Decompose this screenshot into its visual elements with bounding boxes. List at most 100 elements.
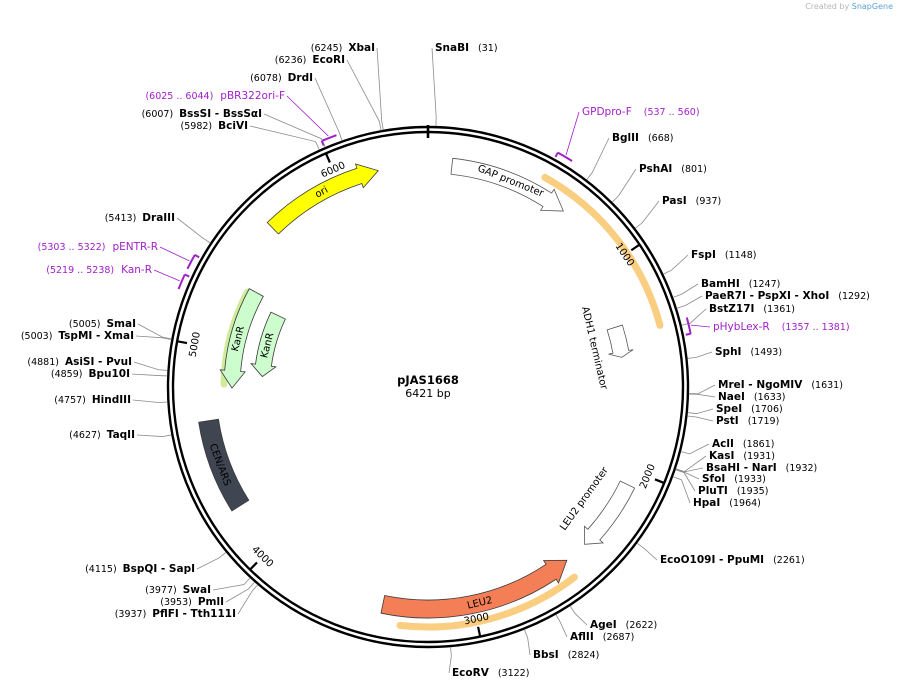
feature-highlight (541, 173, 664, 329)
site-position: (1148) (725, 250, 757, 261)
site-label-fspi[interactable]: FspI(1148) (691, 249, 756, 261)
site-label-pmli[interactable]: PmlI (3953) (160, 596, 224, 608)
site-label-sphi[interactable]: SphI(1493) (715, 346, 782, 358)
tick-label: 2000 (638, 463, 658, 491)
feature-adh1-terminator-label: ADH1 terminator (579, 306, 609, 392)
site-label-asisi[interactable]: AsiSI - PvuI(4881) (27, 356, 132, 368)
site-label-bglii[interactable]: BglII(668) (612, 132, 673, 144)
site-label-bbsi[interactable]: BbsI (2824) (533, 649, 599, 661)
site-layer: XbaI(6245)EcoRI(6236) DrdI(6078) BssSI - B… (21, 42, 870, 679)
site-label-bpu10i[interactable]: Bpu10I(4859) (51, 368, 130, 380)
site-label-hpai[interactable]: HpaI(1964) (693, 497, 761, 509)
site-label-ecorv[interactable]: EcoRV(3122) (452, 667, 529, 679)
feature-gap-promoter-label: GAP promoter (476, 163, 546, 200)
site-label-ecori[interactable]: EcoRI(6236) (275, 54, 345, 66)
primer-position: (537 .. 560) (644, 107, 700, 118)
tick-label: 5000 (188, 331, 203, 358)
site-leader-line (672, 283, 699, 298)
site-name: BamHI (701, 278, 740, 290)
site-label-bstz17i[interactable]: BstZ17I(1361) (709, 303, 795, 315)
site-leader-line (376, 47, 384, 130)
site-label-paer7i[interactable]: PaeR7I - PspXI - XhoI(1292) (705, 290, 870, 302)
site-label-spei[interactable]: SpeI(1706) (716, 403, 783, 415)
site-position: (6078) (250, 73, 282, 84)
site-label-swai[interactable]: SwaI(3977) (145, 584, 211, 596)
plasmid-length: 6421 bp (405, 387, 450, 400)
site-position: (5003) (21, 331, 53, 342)
site-leader-line (687, 408, 714, 414)
site-label-agei[interactable]: AgeI(2622) (590, 619, 657, 631)
site-label-aflii[interactable]: AflII(2687) (570, 631, 634, 643)
site-position: (3937) (115, 609, 147, 620)
site-name: MreI - NgoMIV (718, 379, 803, 391)
site-label-tspmi[interactable]: TspMI - XmaI(5003) (21, 330, 134, 342)
site-name: EcoO109I - PpuMI (660, 554, 764, 566)
backbone (166, 125, 690, 649)
site-leader-line (675, 469, 696, 492)
site-name: PflFI - Tth111I (152, 608, 236, 620)
primer-label-gpdpro-f[interactable]: GPDpro-F(537 .. 560) (582, 106, 700, 118)
tick-mark (630, 244, 640, 252)
primer-label-kan-r[interactable]: Kan-R(5219 .. 5238) (46, 264, 152, 276)
site-label-bcivi[interactable]: BciVI(5982) (181, 120, 248, 132)
site-label-snabi[interactable]: SnaBI(31) (435, 42, 498, 54)
site-name: SwaI (183, 584, 211, 596)
site-label-xbai[interactable]: XbaI(6245) (311, 42, 375, 54)
site-name: SphI (715, 346, 741, 358)
site-position: (1247) (749, 279, 781, 290)
highlight-layer (220, 173, 664, 631)
site-label-mrei[interactable]: MreI - NgoMIV(1631) (718, 379, 843, 391)
site-name: BstZ17I (709, 303, 754, 315)
site-label-taqii[interactable]: TaqII(4627) (69, 429, 135, 441)
site-leader-line (136, 434, 172, 437)
site-name: PmlI (198, 596, 224, 608)
site-leader-line (636, 542, 658, 561)
site-position: (4859) (51, 369, 83, 380)
site-label-pluti[interactable]: PluTI(1935) (698, 485, 768, 497)
site-label-bamhi[interactable]: BamHI (1247) (701, 278, 780, 290)
site-name: SfoI (702, 473, 725, 485)
site-label-naei[interactable]: NaeI(1633) (718, 391, 786, 403)
site-label-psti[interactable]: PstI(1719) (716, 415, 779, 427)
site-name: BspQI - SapI (123, 563, 195, 575)
site-position: (2261) (773, 555, 805, 566)
site-leader-line (676, 295, 703, 309)
site-position: (4757) (54, 395, 86, 406)
primer-label-pentr-r[interactable]: pENTR-R(5303 .. 5322) (38, 241, 158, 253)
site-label-sfoi[interactable]: SfoI (1933) (702, 473, 766, 485)
site-position: (1933) (734, 474, 766, 485)
site-position: (4881) (27, 357, 59, 368)
site-label-pshai[interactable]: PshAI(801) (639, 163, 707, 175)
site-label-kasi[interactable]: KasI(1931) (709, 450, 775, 462)
site-leader-line (681, 308, 707, 326)
site-label-bsahi[interactable]: BsaHI - NarI(1932) (706, 462, 817, 474)
site-position: (5982) (181, 121, 213, 132)
site-position: (6245) (311, 43, 343, 54)
site-label-bspqi[interactable]: BspQI - SapI(4115) (85, 563, 195, 575)
site-leader-line (448, 646, 452, 674)
site-label-draiii[interactable]: DraIII(5413) (105, 212, 175, 224)
site-position: (2824) (568, 650, 600, 661)
primer-label-phyblex-r[interactable]: pHybLex-R(1357 .. 1381) (713, 321, 850, 333)
feature-highlight (396, 573, 578, 631)
primer-name: pHybLex-R (713, 321, 770, 333)
site-label-smai[interactable]: SmaI(5005) (69, 318, 136, 330)
site-label-bsssi[interactable]: BssSI - BssSαI(6007) (142, 108, 262, 120)
tick-mark (477, 626, 482, 636)
site-label-drdi[interactable]: DrdI(6078) (250, 72, 313, 84)
site-position: (1633) (754, 392, 786, 403)
site-position: (801) (681, 164, 707, 175)
site-label-acli[interactable]: AclI(1861) (712, 438, 774, 450)
site-label-pflfi[interactable]: PflFI - Tth111I (3937) (115, 608, 236, 620)
site-name: DraIII (142, 212, 175, 224)
tick-mark (325, 153, 331, 163)
site-label-hindiii[interactable]: HindIII(4757) (54, 394, 131, 406)
primer-label-pbr322ori-f[interactable]: pBR322ori-F(6025 .. 6044) (145, 90, 285, 102)
site-leader-line (212, 577, 251, 591)
site-label-ecoo109i[interactable]: EcoO109I - PpuMI (2261) (660, 554, 805, 566)
site-position: (3953) (160, 597, 192, 608)
site-leader-line (687, 351, 713, 359)
site-label-pasi[interactable]: PasI(937) (662, 195, 721, 207)
site-name: BbsI (533, 649, 559, 661)
